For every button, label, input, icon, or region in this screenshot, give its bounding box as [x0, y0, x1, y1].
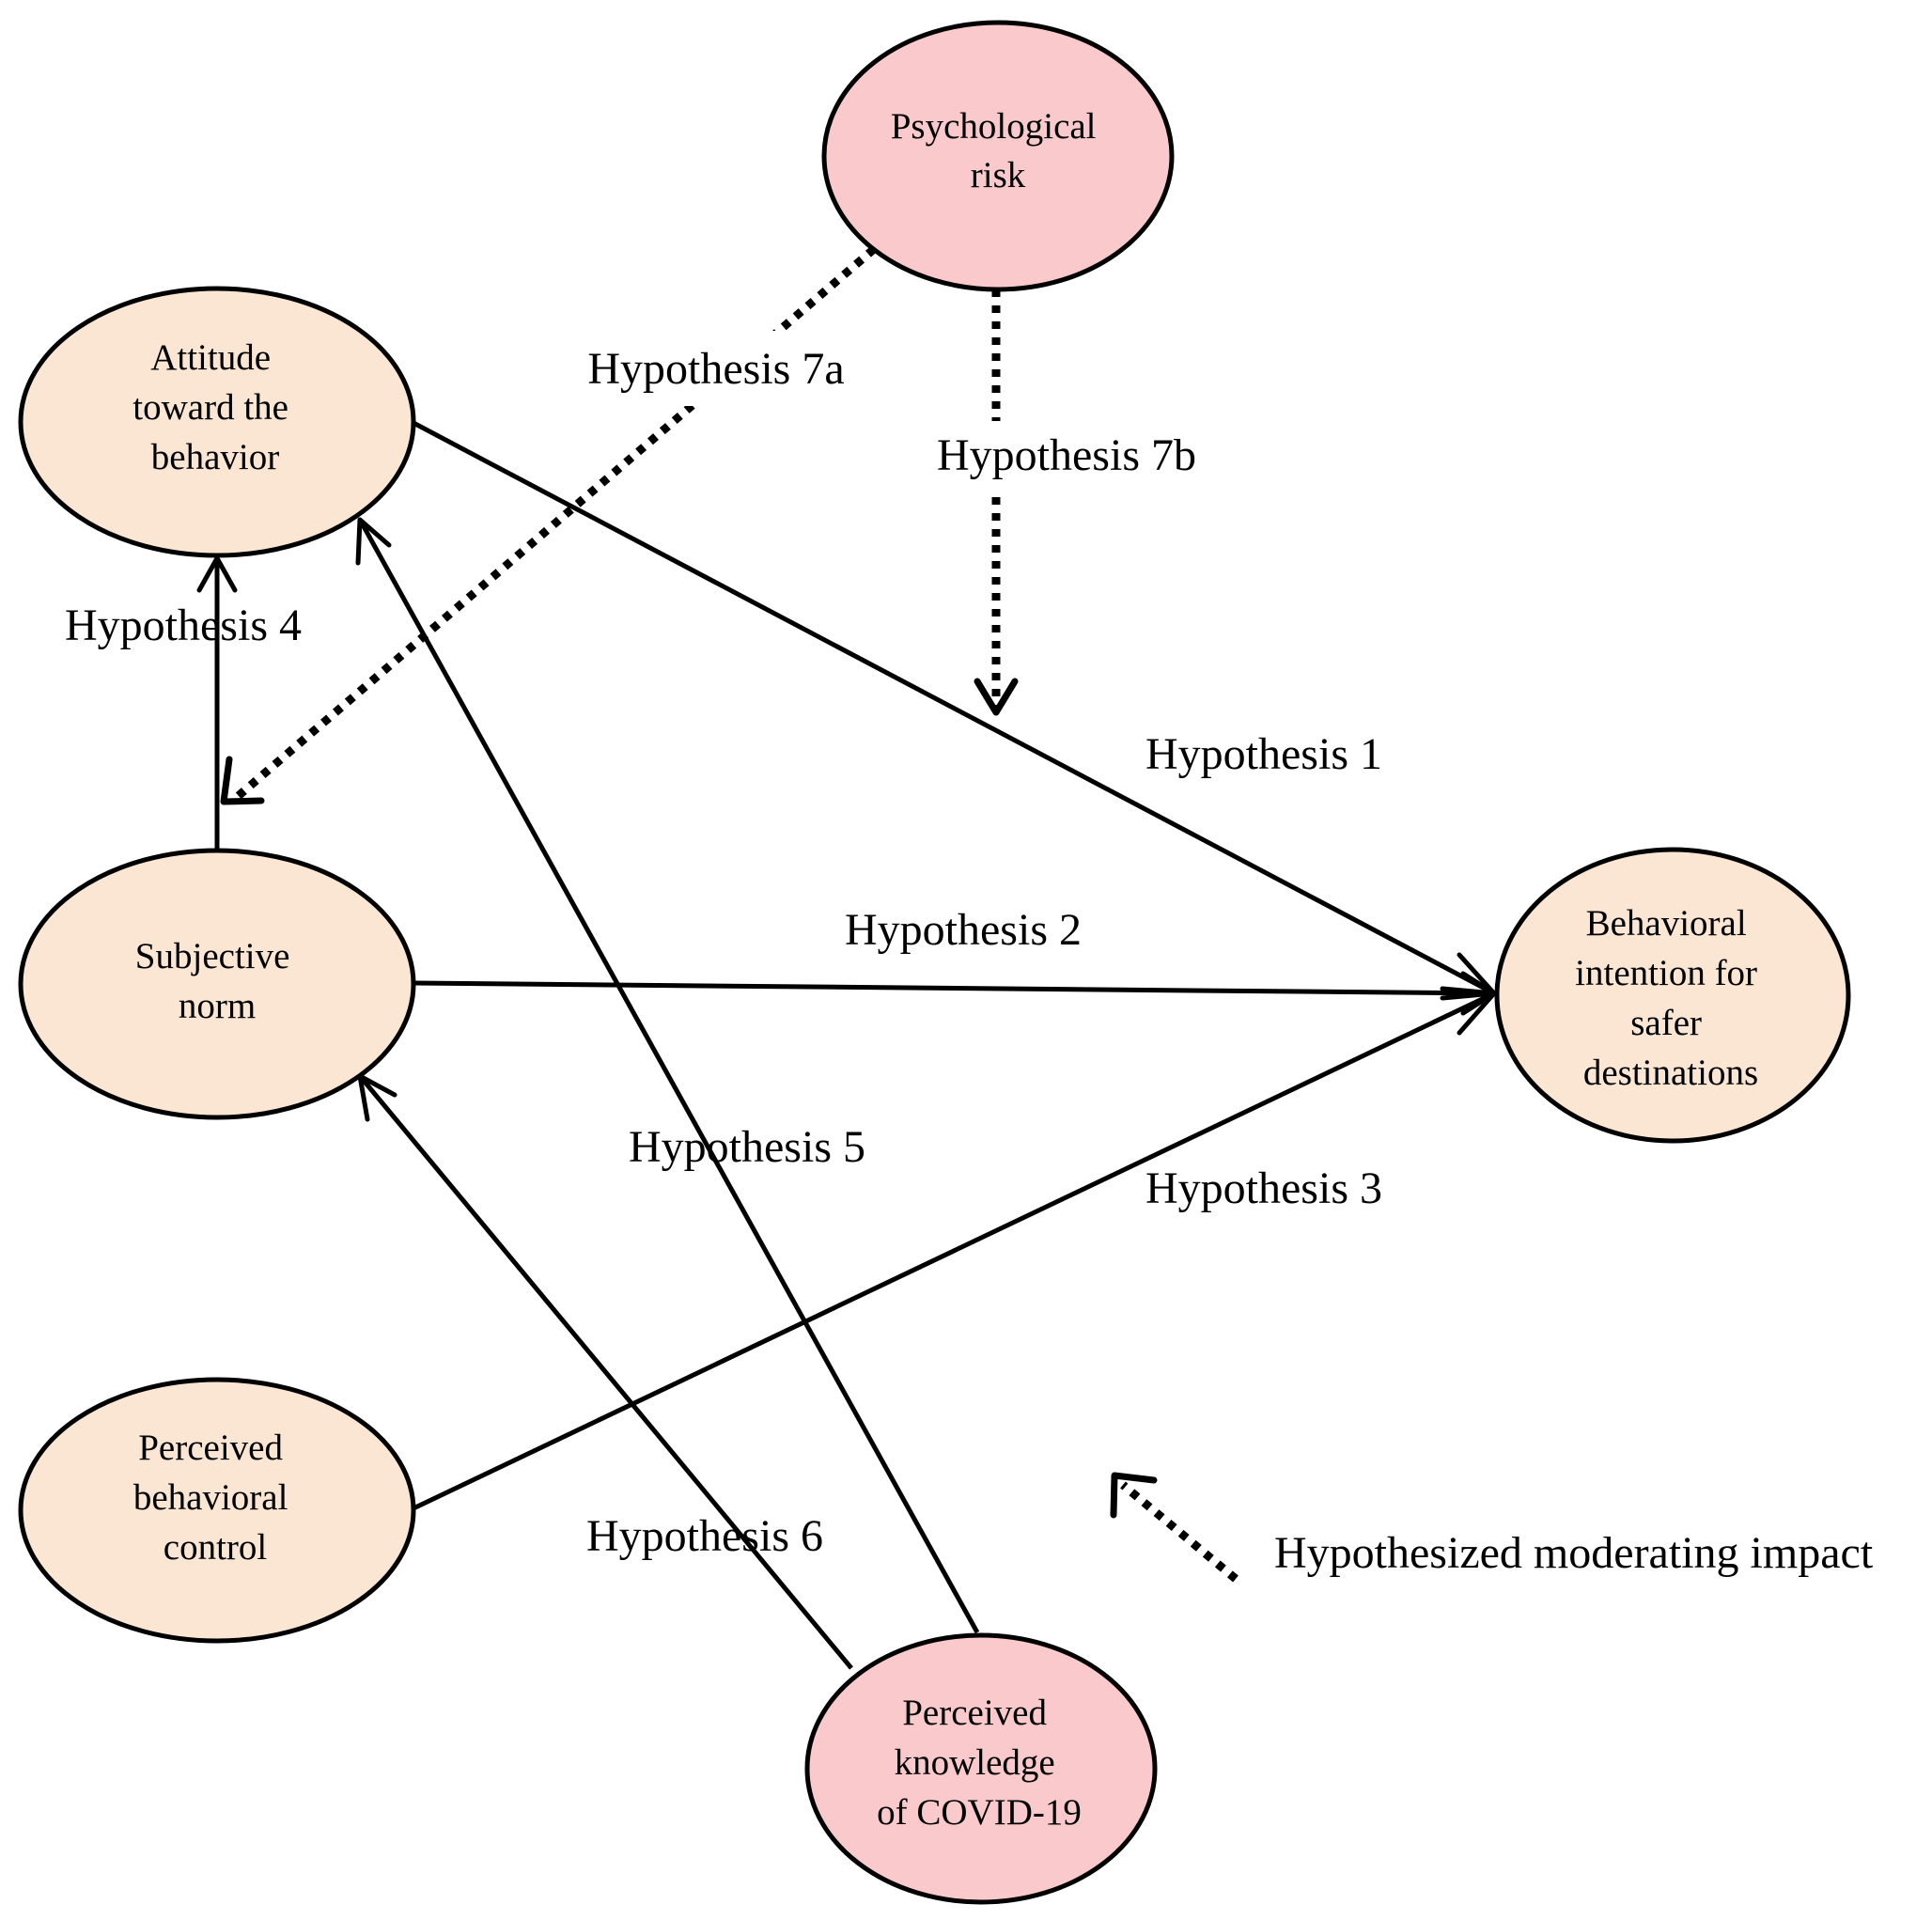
edge-label-h6: Hypothesis 6	[586, 1511, 823, 1561]
svg-text:Hypothesis 6: Hypothesis 6	[586, 1511, 823, 1561]
edge-label-h7a: Hypothesis 7a	[575, 331, 857, 406]
edge-hypothesis-7b	[974, 289, 1019, 716]
svg-text:Perceived behavioral: Perceived behavioral control	[133, 1428, 297, 1568]
edge-label-h7b: Hypothesis 7b	[925, 421, 1208, 489]
edge-hypothesis-4	[196, 555, 238, 851]
svg-text:Hypothesis 1: Hypothesis 1	[1145, 729, 1382, 779]
edge-hypothesis-2	[413, 971, 1497, 1016]
edge-label-h3: Hypothesis 3	[1145, 1163, 1382, 1213]
node-shape	[18, 848, 416, 1120]
svg-text:Psychological risk: Psychological risk	[891, 106, 1106, 195]
svg-text:Hypothesis 2: Hypothesis 2	[845, 905, 1082, 955]
svg-text:Hypothesis 3: Hypothesis 3	[1145, 1163, 1382, 1213]
legend: Hypothesized moderating impact	[1110, 1472, 1874, 1583]
svg-text:Attitude toward the: Attitude toward the behavior	[132, 337, 297, 477]
dotted-arrow-icon	[1110, 1472, 1239, 1583]
node-psychological-risk: Psychological risk	[821, 20, 1175, 292]
node-shape	[18, 1377, 416, 1644]
node-attitude-toward-behavior: Attitude toward the behavior	[18, 286, 416, 558]
node-shape	[804, 1632, 1158, 1905]
svg-text:Hypothesis 4: Hypothesis 4	[65, 601, 302, 650]
node-perceived-knowledge-covid19: Perceived knowledge of COVID-19	[804, 1632, 1158, 1905]
node-shape	[821, 20, 1175, 292]
edge-label-h1: Hypothesis 1	[1145, 729, 1382, 779]
edge-label-h4: Hypothesis 4	[65, 601, 302, 650]
node-shape	[18, 286, 416, 558]
edge-hypothesis-5	[355, 517, 980, 1634]
svg-text:Subjective norm: Subjective norm	[135, 936, 299, 1026]
edge-label-h2: Hypothesis 2	[845, 905, 1082, 955]
legend-text: Hypothesized moderating impact	[1274, 1528, 1874, 1578]
edge-hypothesis-3	[412, 991, 1497, 1511]
svg-text:Behavioral intention for: Behavioral intention for safer destinati…	[1575, 903, 1767, 1093]
svg-text:Hypothesis 5: Hypothesis 5	[629, 1122, 865, 1172]
node-perceived-behavioral-control: Perceived behavioral control	[18, 1377, 416, 1644]
svg-text:Hypothesis 7a: Hypothesis 7a	[587, 344, 844, 394]
edge-label-h5: Hypothesis 5	[629, 1122, 865, 1172]
svg-text:Hypothesis 7b: Hypothesis 7b	[937, 430, 1196, 480]
edge-hypothesis-7a	[220, 245, 877, 805]
node-subjective-norm: Subjective norm	[18, 848, 416, 1120]
svg-text:Perceived knowledge: Perceived knowledge of COVID-19	[877, 1693, 1082, 1833]
node-behavioral-intention: Behavioral intention for safer destinati…	[1494, 847, 1851, 1144]
node-shape	[1494, 847, 1851, 1144]
